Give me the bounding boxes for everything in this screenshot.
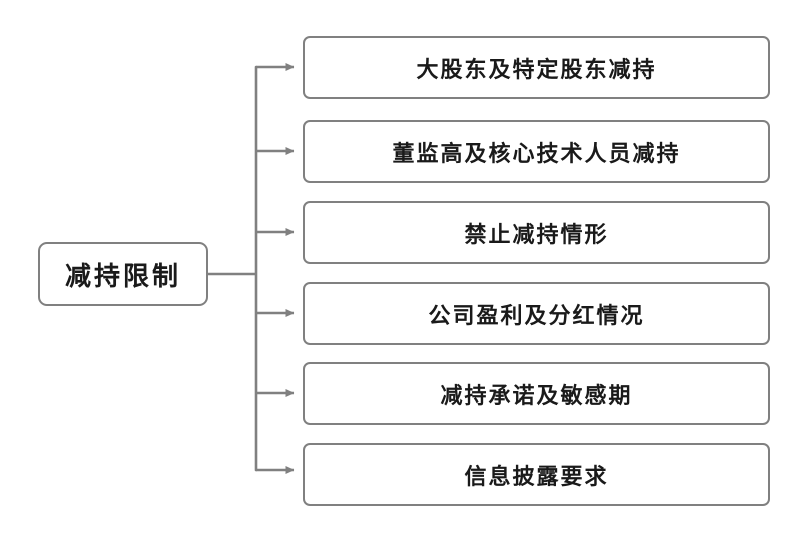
branch-node-5-label: 减持承诺及敏感期 xyxy=(440,382,633,409)
root-node[interactable]: 减持限制 xyxy=(38,242,208,306)
root-node-label: 减持限制 xyxy=(64,261,181,292)
branch-node-2[interactable]: 董监高及核心技术人员减持 xyxy=(303,120,770,183)
branch-node-5[interactable]: 减持承诺及敏感期 xyxy=(303,362,770,425)
branch-node-3-label: 禁止减持情形 xyxy=(464,221,609,248)
branch-node-1-label: 大股东及特定股东减持 xyxy=(416,56,657,83)
branch-node-4[interactable]: 公司盈利及分红情况 xyxy=(303,282,770,345)
branch-node-1[interactable]: 大股东及特定股东减持 xyxy=(303,36,770,99)
branch-node-2-label: 董监高及核心技术人员减持 xyxy=(392,140,681,167)
branch-node-6-label: 信息披露要求 xyxy=(464,463,609,490)
branch-node-4-label: 公司盈利及分红情况 xyxy=(428,302,645,329)
branch-node-6[interactable]: 信息披露要求 xyxy=(303,443,770,506)
branch-node-3[interactable]: 禁止减持情形 xyxy=(303,201,770,264)
